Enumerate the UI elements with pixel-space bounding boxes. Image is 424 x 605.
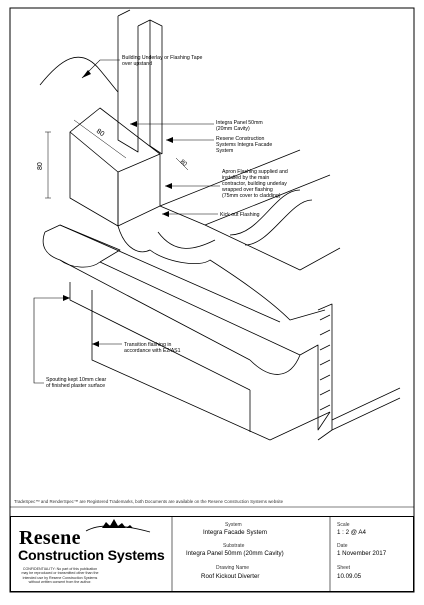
note-spouting-1: Spouting kept 10mm clear <box>46 377 107 383</box>
arrowheads <box>63 70 173 347</box>
sheet-label: Sheet <box>337 565 351 571</box>
dimension-side: 80 <box>37 162 44 170</box>
logo-wordmark: Resene <box>19 527 81 549</box>
note-apron-3: contractor, building underlay <box>222 181 287 187</box>
scale-value: 1 : 2 @ A4 <box>337 529 366 536</box>
trademark-note: TradeSpec™ and RenderSpec™ are Registere… <box>14 499 284 504</box>
title-block: Resene Construction Systems CONFIDENTIAL… <box>10 516 414 592</box>
confidentiality-note: CONFIDENTIALITY: No part of this publica… <box>21 567 99 584</box>
logo-subtitle: Construction Systems <box>18 548 165 564</box>
note-transition-1: Transition flashing in <box>124 342 171 348</box>
note-apron-2: installed by the main <box>222 175 269 181</box>
note-spouting-2: of finished plaster surface <box>46 383 105 389</box>
note-apron-1: Apron Flashing supplied and <box>222 169 288 175</box>
scale-label: Scale <box>337 522 350 528</box>
sheet-border <box>9 7 415 593</box>
note-panel-1: Integra Panel 50mm <box>216 120 263 126</box>
note-panel-2: (20mm Cavity) <box>216 126 250 132</box>
date-value: 1 November 2017 <box>337 550 387 557</box>
dimension-small: 80 <box>179 159 188 168</box>
drawing-name-label: Drawing Name <box>216 565 250 571</box>
note-kickout: Kick out Flashing <box>220 212 260 218</box>
substrate-value: Integra Panel 50mm (20mm Cavity) <box>186 550 284 557</box>
date-label: Date <box>337 543 348 549</box>
substrate-label: Substrate <box>223 543 245 549</box>
note-transition-2: accordance with E2/AS1 <box>124 348 181 354</box>
sheet-value: 10.09.05 <box>337 573 362 580</box>
company-logo: Resene Construction Systems <box>15 523 175 573</box>
note-resene-3: System <box>216 148 233 154</box>
wall-assembly <box>39 9 401 441</box>
note-resene-2: Systems Integra Facade <box>216 142 272 148</box>
titleblock-grid <box>171 516 331 592</box>
note-apron-5: (75mm cover to cladding) <box>222 193 281 199</box>
system-value: Integra Facade System <box>203 529 267 536</box>
logo-swoosh-icon <box>85 525 151 533</box>
dimension-top: 80 <box>95 128 105 138</box>
note-underlay-2: over upstand <box>122 61 152 67</box>
note-resene-1: Resene Construction <box>216 136 265 142</box>
note-apron-4: wrapped over flashing <box>222 187 273 193</box>
system-label: System <box>225 522 242 528</box>
drawing-name-value: Roof Kickout Diverter <box>201 573 260 580</box>
dimension-lines <box>45 119 189 199</box>
note-underlay-1: Building Underlay or Flashing Tape <box>122 55 202 61</box>
